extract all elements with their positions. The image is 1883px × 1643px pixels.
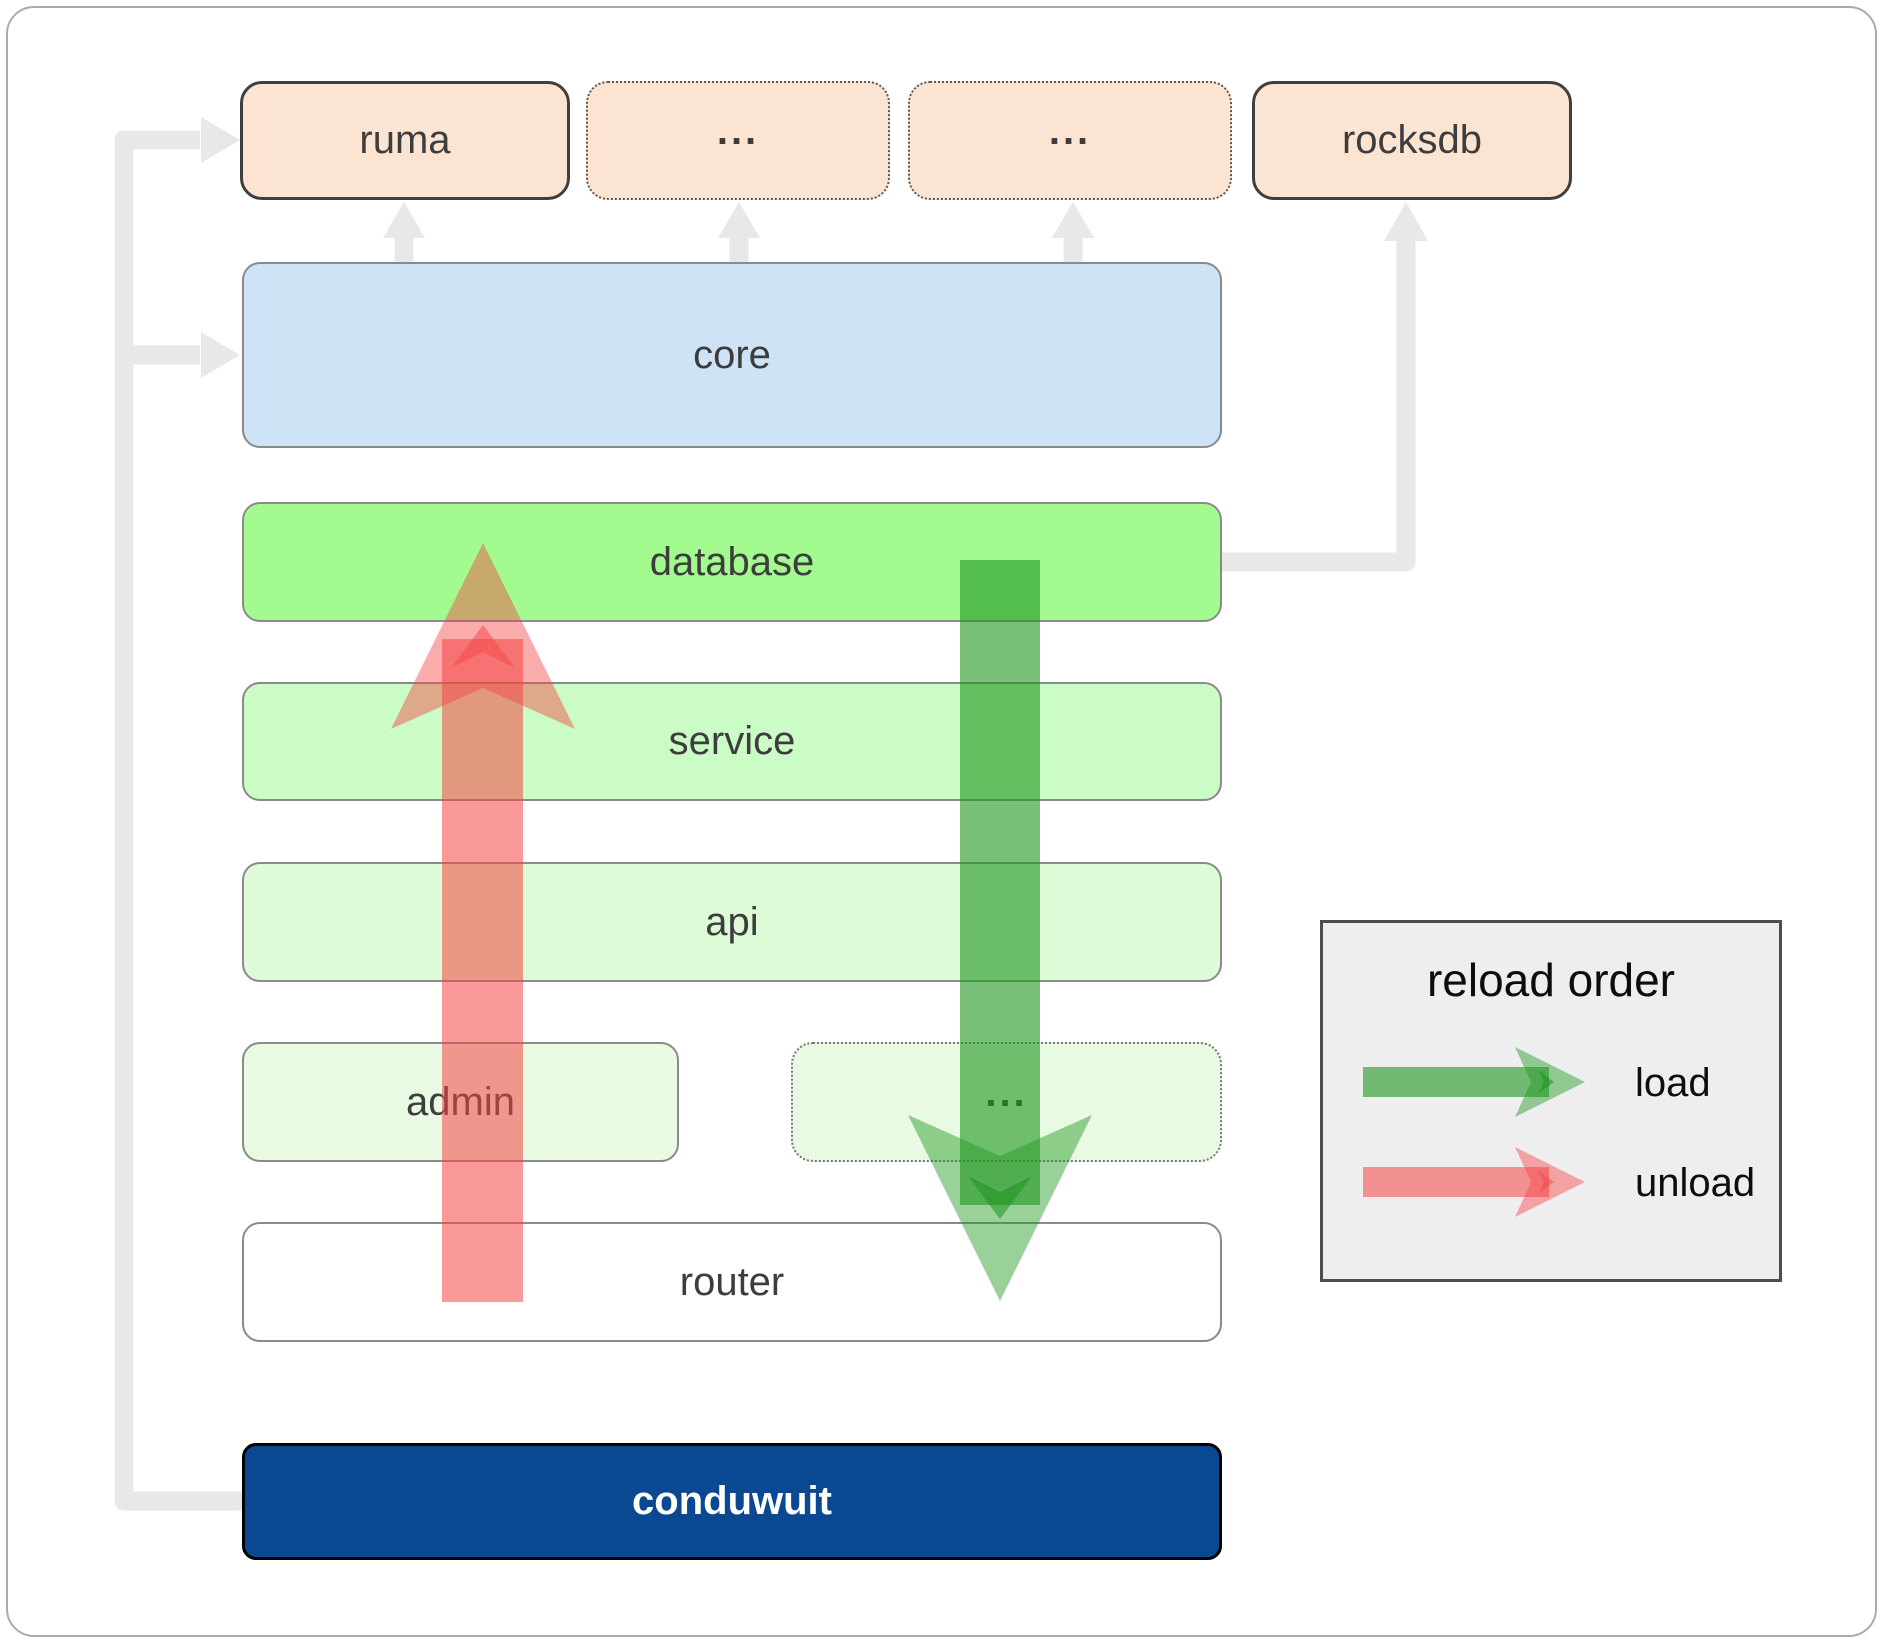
box-service: service — [242, 682, 1222, 801]
conduwuit-to-ruma-connector — [114, 130, 242, 1511]
box-api-label: api — [705, 899, 759, 944]
box-ellipsis-1-label: ... — [716, 109, 760, 154]
legend-load-label: load — [1635, 1061, 1711, 1105]
box-rocksdb-label: rocksdb — [1341, 118, 1483, 162]
core-to-ellipsis1-arrow — [718, 202, 760, 262]
box-router: router — [242, 1222, 1222, 1342]
box-ellipsis-2: ... — [908, 81, 1232, 200]
rocksdb-arrowhead-icon — [1384, 202, 1428, 241]
box-database-label: database — [649, 539, 815, 584]
legend-reload-order: reload order load unload — [1320, 920, 1782, 1282]
ruma-arrowhead-icon — [201, 117, 240, 163]
legend-unload-arrow-icon — [1363, 1147, 1585, 1217]
unload-arrow-icon — [391, 543, 575, 1302]
box-rocksdb: rocksdb — [1252, 81, 1572, 200]
legend-load-arrow-icon — [1363, 1047, 1585, 1117]
box-ruma-label: ruma — [359, 118, 451, 162]
box-router-label: router — [679, 1259, 785, 1304]
box-api: api — [242, 862, 1222, 982]
database-to-rocksdb-connector — [1222, 240, 1416, 572]
box-core-label: core — [693, 332, 771, 377]
load-arrow-icon — [908, 560, 1092, 1301]
box-ellipsis-1: ... — [586, 81, 890, 200]
box-ellipsis-2-label: ... — [1048, 109, 1092, 154]
box-service-label: service — [668, 719, 796, 763]
box-ruma: ruma — [240, 81, 570, 200]
box-database: database — [242, 502, 1222, 622]
box-core: core — [242, 262, 1222, 448]
legend-unload-label: unload — [1635, 1161, 1756, 1205]
core-to-ellipsis2-arrow — [1052, 202, 1094, 262]
box-conduwuit: conduwuit — [242, 1443, 1222, 1560]
core-to-ruma-arrow — [383, 202, 425, 262]
legend-title: reload order — [1426, 954, 1676, 1006]
core-arrowhead-icon — [201, 332, 240, 378]
box-conduwuit-label: conduwuit — [632, 1479, 832, 1523]
